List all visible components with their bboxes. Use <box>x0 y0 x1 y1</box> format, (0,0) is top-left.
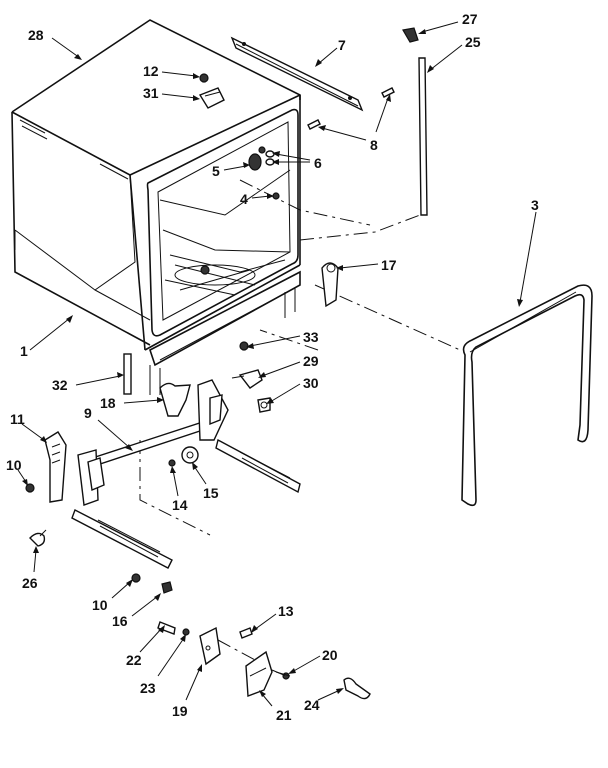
tub-assembly <box>11 19 301 536</box>
label-19: 19 <box>172 703 188 719</box>
label-28: 28 <box>28 27 44 43</box>
label-12: 12 <box>143 63 159 79</box>
part-7-top-rail <box>230 36 364 112</box>
part-19-21-24-hardware <box>199 626 371 700</box>
label-21: 21 <box>276 707 292 723</box>
label-10-upper: 10 <box>6 457 22 473</box>
label-15: 15 <box>203 485 219 501</box>
part-29-30-hardware <box>231 369 271 413</box>
label-14: 14 <box>172 497 188 513</box>
part-3-door-gasket <box>461 284 593 507</box>
label-4: 4 <box>240 191 248 207</box>
label-22: 22 <box>126 652 142 668</box>
part-25-side-strip <box>402 27 428 216</box>
label-7: 7 <box>338 37 346 53</box>
label-30: 30 <box>303 375 319 391</box>
label-17: 17 <box>381 257 397 273</box>
label-29: 29 <box>303 353 319 369</box>
label-18: 18 <box>100 395 116 411</box>
hardware-lower <box>25 483 291 680</box>
part-9-lower-frame <box>71 379 301 569</box>
label-31: 31 <box>143 85 159 101</box>
part-labels: 28 7 27 25 12 31 8 6 5 4 3 17 1 33 29 30… <box>6 11 539 723</box>
label-27: 27 <box>462 11 478 27</box>
label-9: 9 <box>84 405 92 421</box>
label-24: 24 <box>304 697 320 713</box>
label-26: 26 <box>22 575 38 591</box>
label-1: 1 <box>20 343 28 359</box>
part-11-left-bracket <box>44 431 67 503</box>
label-11: 11 <box>10 411 25 427</box>
label-6: 6 <box>314 155 322 171</box>
hardware-top <box>198 73 395 351</box>
leader-lines <box>17 21 537 707</box>
label-20: 20 <box>322 647 338 663</box>
label-5: 5 <box>212 163 220 179</box>
label-23: 23 <box>140 680 156 696</box>
label-16: 16 <box>112 613 128 629</box>
label-32: 32 <box>52 377 68 393</box>
label-3: 3 <box>531 197 539 213</box>
part-17-bracket <box>321 262 339 308</box>
label-8: 8 <box>370 137 378 153</box>
label-10-lower: 10 <box>92 597 108 613</box>
part-32-strip <box>123 353 132 395</box>
assembly-lines <box>239 179 461 351</box>
label-33: 33 <box>303 329 319 345</box>
label-25: 25 <box>465 34 481 50</box>
label-13: 13 <box>278 603 294 619</box>
